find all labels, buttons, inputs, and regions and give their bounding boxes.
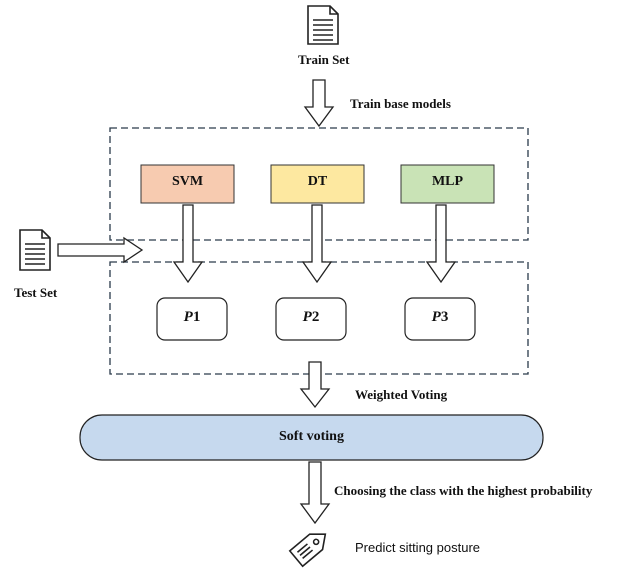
prediction-num: 2 bbox=[311, 309, 320, 325]
weighted-voting-label: Weighted Voting bbox=[355, 387, 448, 402]
train-set-label: Train Set bbox=[298, 52, 350, 67]
tag-icon bbox=[288, 533, 327, 568]
soft-voting-label: Soft voting bbox=[279, 429, 344, 444]
prediction-label-1: P1 bbox=[157, 309, 227, 326]
prediction-box-2 bbox=[275, 297, 347, 341]
choose-class-label: Choosing the class with the highest prob… bbox=[334, 483, 593, 498]
test-set-label: Test Set bbox=[14, 285, 58, 300]
prediction-box-1 bbox=[156, 297, 228, 341]
prediction-var: P bbox=[183, 309, 193, 325]
prediction-label-3: P3 bbox=[405, 309, 475, 326]
prediction-box-3 bbox=[404, 297, 476, 341]
model-box-svm bbox=[140, 164, 235, 204]
arrow-train-down bbox=[303, 79, 335, 128]
soft-voting-box bbox=[79, 414, 544, 461]
prediction-label-2: P2 bbox=[276, 309, 346, 326]
model-box-dt bbox=[270, 164, 365, 204]
prediction-var: P bbox=[431, 309, 441, 325]
arrow-dt-down bbox=[301, 204, 333, 284]
model-box-mlp bbox=[400, 164, 495, 204]
arrow-test-right bbox=[57, 236, 144, 264]
model-label-svm: SVM bbox=[171, 174, 204, 189]
prediction-num: 1 bbox=[192, 309, 201, 325]
model-label-dt: DT bbox=[307, 174, 328, 189]
train-base-models-label: Train base models bbox=[350, 96, 451, 111]
model-label-mlp: MLP bbox=[431, 174, 464, 189]
prediction-var: P bbox=[302, 309, 312, 325]
arrow-svm-down bbox=[172, 204, 204, 284]
output-label: Predict sitting posture bbox=[355, 540, 481, 555]
train-document-icon bbox=[307, 5, 339, 45]
arrow-vote-down bbox=[299, 361, 331, 409]
test-document-icon bbox=[19, 229, 51, 271]
prediction-num: 3 bbox=[440, 309, 449, 325]
arrow-mlp-down bbox=[425, 204, 457, 284]
arrow-output-down bbox=[299, 461, 331, 525]
